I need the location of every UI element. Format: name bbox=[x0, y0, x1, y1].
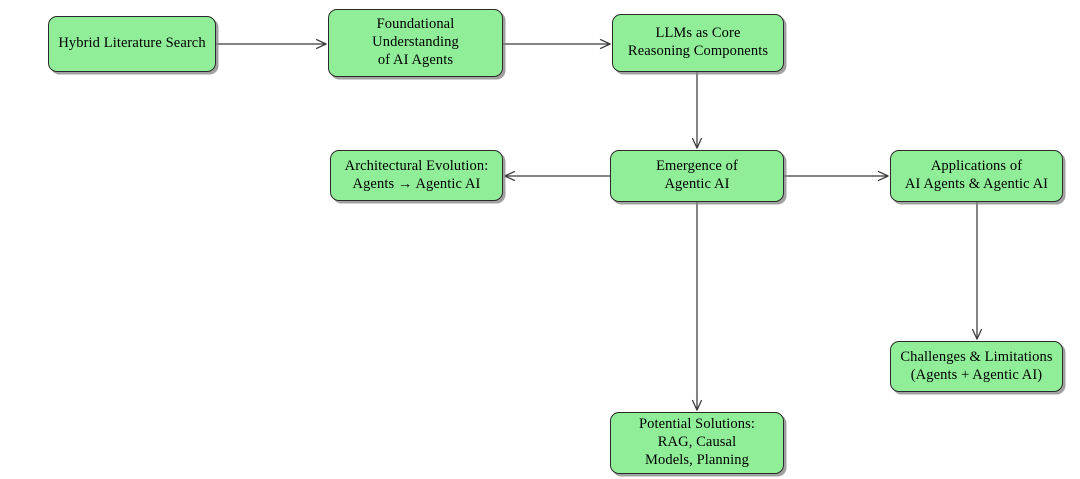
node-label-challenges-limitations: Challenges & Limitations (Agents + Agent… bbox=[900, 348, 1053, 383]
node-emergence-agentic-ai[interactable]: Emergence of Agentic AI bbox=[610, 150, 784, 202]
node-label-foundational-understanding: Foundational Understanding of AI Agents bbox=[372, 16, 459, 68]
node-label-hybrid-literature-search: Hybrid Literature Search bbox=[58, 35, 206, 52]
node-label-architectural-evolution: Architectural Evolution: Agents → Agenti… bbox=[344, 157, 489, 192]
node-potential-solutions[interactable]: Potential Solutions: RAG, Causal Models,… bbox=[610, 412, 784, 474]
node-label-applications-agents: Applications of AI Agents & Agentic AI bbox=[904, 158, 1049, 192]
node-challenges-limitations[interactable]: Challenges & Limitations (Agents + Agent… bbox=[890, 341, 1063, 392]
node-applications-agents[interactable]: Applications of AI Agents & Agentic AI bbox=[890, 150, 1063, 202]
node-label-emergence-agentic-ai: Emergence of Agentic AI bbox=[656, 158, 738, 192]
node-hybrid-literature-search[interactable]: Hybrid Literature Search bbox=[48, 16, 216, 72]
node-label-potential-solutions: Potential Solutions: RAG, Causal Models,… bbox=[639, 416, 755, 468]
node-label-llms-core-reasoning: LLMs as Core Reasoning Components bbox=[627, 25, 769, 59]
node-foundational-understanding[interactable]: Foundational Understanding of AI Agents bbox=[328, 9, 503, 77]
node-llms-core-reasoning[interactable]: LLMs as Core Reasoning Components bbox=[612, 14, 784, 72]
node-architectural-evolution[interactable]: Architectural Evolution: Agents → Agenti… bbox=[330, 150, 503, 201]
